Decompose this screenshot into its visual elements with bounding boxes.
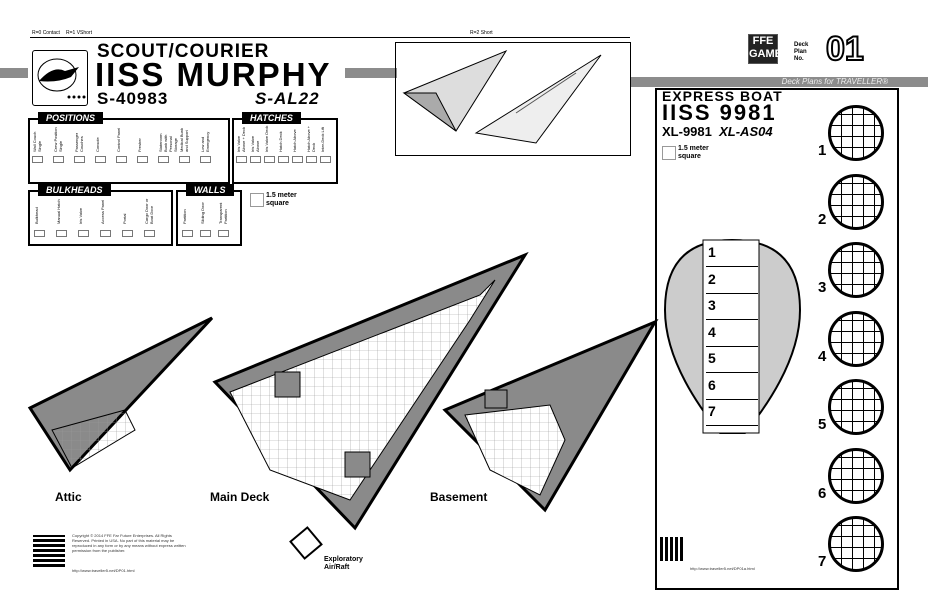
- legend-symbol: [292, 156, 303, 163]
- deck-plan-label: Deck Plan No.: [794, 42, 809, 62]
- express-class: EXPRESS BOAT: [662, 88, 783, 104]
- deck-circle: [828, 173, 884, 230]
- legend-hatches: HATCHES: [232, 112, 338, 184]
- capsule-row: 5: [706, 347, 758, 373]
- legend-symbol: [122, 230, 133, 237]
- deck-circle-number: 3: [818, 279, 827, 296]
- deck-label-attic: Attic: [55, 490, 82, 504]
- ship-exterior-image: [402, 49, 602, 144]
- deck-circle: [828, 447, 884, 504]
- legend-symbol: [182, 230, 193, 237]
- express-scale-label: 1.5 meter square: [678, 145, 709, 160]
- range-scale-line: [30, 37, 630, 38]
- capsule-row: 7: [706, 400, 758, 426]
- deck-circle: [828, 242, 884, 298]
- legend-symbol: [200, 156, 211, 163]
- legend-symbol: [320, 156, 331, 163]
- deck-circle-number: 6: [818, 484, 827, 502]
- scout-class: SCOUT/COURIER: [97, 41, 270, 62]
- legend-symbol: [78, 230, 89, 237]
- deck-circle: [828, 516, 884, 572]
- legend-symbol: [200, 230, 211, 237]
- deck-plan-number: 01: [825, 30, 865, 68]
- legend-symbol: [278, 156, 289, 163]
- grey-band: [345, 68, 397, 78]
- deck-circle: [828, 310, 884, 367]
- air-raft-label: Exploratory Air/Raft: [324, 556, 363, 571]
- scale-square: [250, 193, 264, 207]
- capsule-row: 3: [706, 294, 758, 320]
- deck-circle-number: 5: [818, 416, 827, 433]
- legend-symbol: [250, 156, 261, 163]
- express-name: IISS 9981: [662, 100, 777, 125]
- legend-bulkheads-title: BULKHEADS: [38, 184, 111, 196]
- legend-symbol: [306, 156, 317, 163]
- legend-positions: POSITIONS: [28, 112, 230, 184]
- legend-symbol: [264, 156, 275, 163]
- deck-circle-number: 4: [818, 347, 827, 365]
- express-ids: XL-9981 XL-AS04: [662, 125, 773, 139]
- legend-symbol: [100, 230, 111, 237]
- legend-symbol: [53, 156, 64, 163]
- deck-circle-number: 7: [818, 553, 827, 570]
- legend-walls: WALLS: [176, 184, 242, 246]
- deck-circle-number: 2: [818, 210, 827, 228]
- express-id2: XL-AS04: [719, 124, 773, 139]
- express-boat-panel: [655, 88, 899, 590]
- scout-id2: S-AL22: [255, 89, 320, 108]
- range-r0: R=0 Contact: [32, 30, 60, 36]
- express-scale-square: [662, 146, 676, 160]
- express-url: http://www.traveller5.net/DP01a.html: [690, 566, 755, 571]
- copyright-text: Copyright © 2014 FFE Far Future Enterpri…: [72, 533, 186, 553]
- legend-symbol: [218, 230, 229, 237]
- scale-square-label: 1.5 meter square: [266, 192, 297, 207]
- scout-id1: S-40983: [97, 89, 169, 108]
- exterior-view: [395, 42, 631, 156]
- legend-symbol: [95, 156, 106, 163]
- capsule-row: 4: [706, 321, 758, 347]
- deck-circle: [828, 379, 884, 435]
- express-capsule-plan: [663, 238, 802, 434]
- qr-code-express: [660, 537, 684, 561]
- main-deck: [212, 251, 529, 531]
- legend-symbol: [74, 156, 85, 163]
- basement-deck: [442, 318, 659, 513]
- capsule-row: 1: [706, 241, 758, 267]
- footer-url: http://www.traveller5.net/DP01.html: [72, 568, 135, 573]
- legend-symbol: [32, 156, 43, 163]
- legend-hatches-title: HATCHES: [242, 112, 301, 124]
- deck-circle: [828, 105, 884, 161]
- deck-circle-number: 1: [818, 142, 827, 159]
- legend-bulkheads: BULKHEADS: [28, 184, 173, 246]
- legend-walls-title: WALLS: [186, 184, 234, 196]
- express-id1: XL-9981: [662, 124, 712, 139]
- legend-symbol: [158, 156, 169, 163]
- legend-positions-title: POSITIONS: [38, 112, 104, 124]
- scout-logo: [32, 50, 88, 106]
- attic-deck: [27, 316, 214, 473]
- range-r2: R=2 Short: [470, 30, 493, 36]
- capsule-row: 6: [706, 374, 758, 400]
- deck-label-basement: Basement: [430, 490, 488, 504]
- legend-symbol: [34, 230, 45, 237]
- legend-symbol: [116, 156, 127, 163]
- legend-symbol: [56, 230, 67, 237]
- air-raft-icon: [289, 526, 323, 560]
- deck-label-main: Main Deck: [210, 490, 270, 504]
- capsule-row: 2: [706, 268, 758, 294]
- legend-symbol: [144, 230, 155, 237]
- series-band: Deck Plans for TRAVELLER®: [630, 77, 928, 87]
- qr-code-scout: [33, 535, 65, 567]
- legend-symbol: [236, 156, 247, 163]
- legend-symbol: [179, 156, 190, 163]
- legend-symbol: [137, 156, 148, 163]
- scout-emblem-icon: [37, 58, 86, 99]
- range-r1: R=1 VShort: [66, 30, 92, 36]
- scout-name: IISS MURPHY: [95, 56, 332, 93]
- grey-band: [0, 68, 28, 78]
